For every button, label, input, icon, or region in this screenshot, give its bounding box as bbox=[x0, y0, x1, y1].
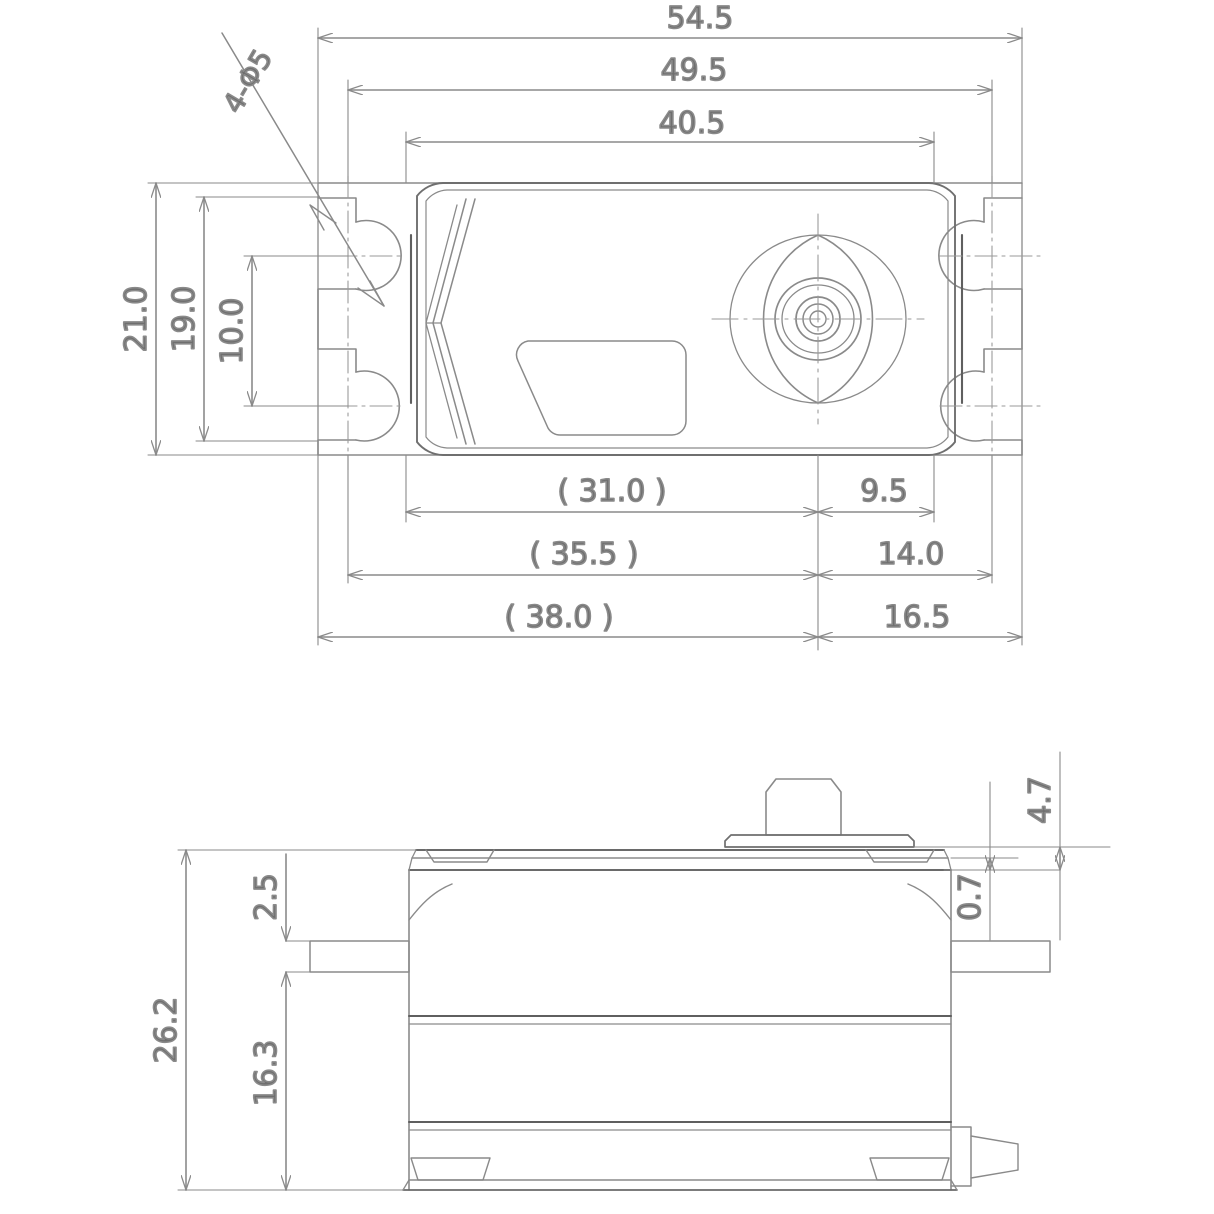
dim-19-0: 19.0 bbox=[167, 286, 202, 353]
dim-10-0: 10.0 bbox=[215, 298, 250, 365]
top-dimension-lines bbox=[318, 27, 1022, 184]
dim-16-5: 16.5 bbox=[884, 600, 951, 635]
dim-21-0: 21.0 bbox=[119, 286, 154, 353]
top-view-geometry bbox=[317, 182, 1023, 456]
side-left-dimension-lines bbox=[177, 850, 417, 1190]
side-view-geometry bbox=[309, 778, 1051, 1191]
dim-2-5: 2.5 bbox=[249, 873, 284, 921]
dim-0-7: 0.7 bbox=[953, 873, 988, 921]
dim-40-5: 40.5 bbox=[659, 106, 726, 141]
hole-callout-text: 4-Φ5 bbox=[216, 44, 279, 119]
dim-49-5: 49.5 bbox=[661, 53, 728, 88]
dim-4-7: 4.7 bbox=[1023, 776, 1058, 824]
hole-centerlines bbox=[299, 175, 1041, 471]
left-dimension-lines bbox=[147, 183, 349, 455]
side-right-dimension-lines bbox=[913, 751, 1111, 941]
dim-31-0: ( 31.0 ) bbox=[557, 474, 666, 509]
dim-35-5: ( 35.5 ) bbox=[529, 537, 638, 572]
dim-38-0: ( 38.0 ) bbox=[504, 600, 613, 635]
hole-callout-leader bbox=[221, 32, 385, 307]
dim-9-5: 9.5 bbox=[860, 474, 908, 509]
bottom-dimension-lines bbox=[318, 454, 1022, 651]
dim-16-3: 16.3 bbox=[249, 1040, 284, 1107]
dim-26-2: 26.2 bbox=[149, 997, 184, 1064]
dim-14-0: 14.0 bbox=[878, 537, 945, 572]
dim-54-5: 54.5 bbox=[667, 1, 734, 36]
